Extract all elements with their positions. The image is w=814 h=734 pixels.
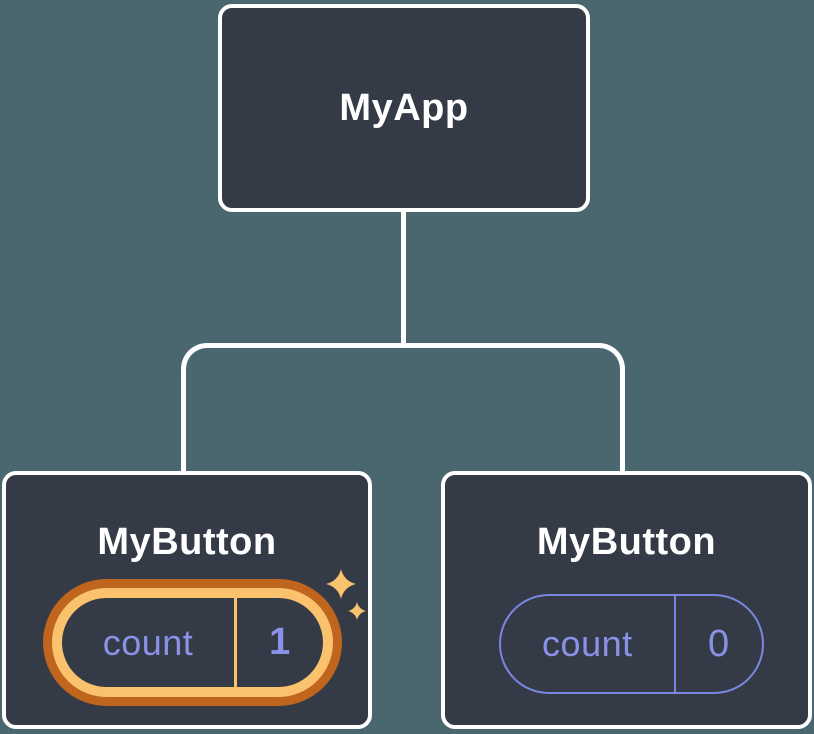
node-title-mybutton-1: MyButton	[97, 521, 277, 563]
state-value: 0	[673, 596, 762, 692]
state-key-label: count	[542, 623, 633, 664]
tree-node-mybutton-2: MyButton count 0	[441, 471, 812, 729]
connector-stem-line	[401, 210, 406, 346]
tree-node-myapp: MyApp	[218, 4, 590, 212]
state-pill-highlighted: count 1	[52, 588, 333, 697]
state-key-label: count	[102, 621, 194, 663]
state-value: 1	[234, 598, 323, 687]
state-pill-normal: count 0	[499, 594, 764, 694]
node-title-myapp: MyApp	[339, 86, 469, 129]
connector-branch-bracket	[181, 343, 625, 471]
tree-node-mybutton-1: MyButton count 1	[2, 471, 372, 729]
sparkles-icon	[326, 569, 366, 620]
node-title-mybutton-2: MyButton	[536, 521, 717, 563]
